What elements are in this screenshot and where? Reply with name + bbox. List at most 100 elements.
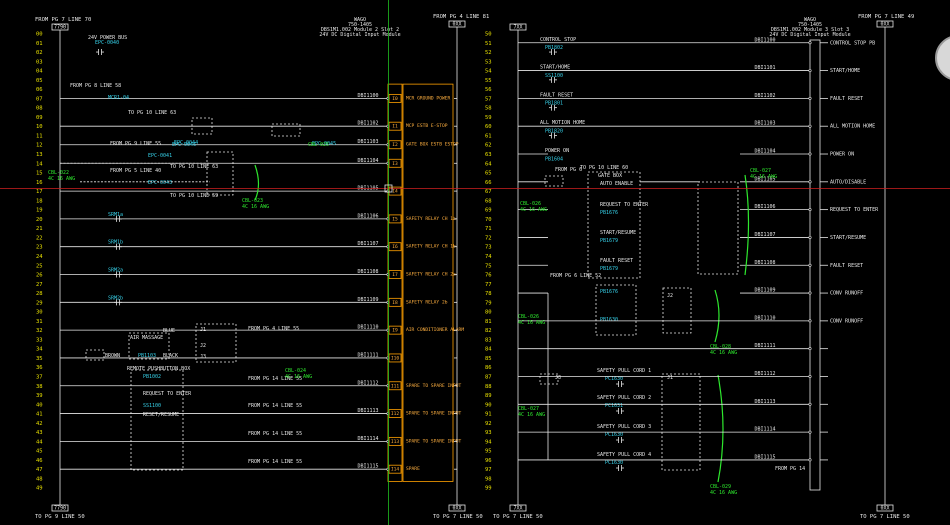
box [388, 158, 402, 168]
input-label: SAFETY RELAY CH 2a [406, 272, 456, 278]
input-address: DBI1112 [754, 371, 775, 377]
input-index: I13 [391, 439, 400, 445]
to-reference: TO PG 7 LINE 50 [493, 514, 543, 520]
box [130, 369, 184, 471]
rung-number: 43 [36, 430, 43, 436]
rung-number: 58 [485, 106, 492, 112]
rung-number: 64 [485, 161, 492, 167]
terminal [808, 374, 812, 378]
rung-number: 19 [36, 208, 43, 214]
input-address: DBI1104 [754, 149, 775, 155]
rung-number: 01 [36, 41, 43, 47]
module-title: 24V DC Digital Input Module [769, 32, 850, 38]
device-label: FAULT RESET [540, 92, 573, 98]
input-address: DBI1110 [754, 315, 775, 321]
device-label: FAULT RESET [600, 258, 633, 264]
module-title: WAGO [804, 17, 816, 23]
rail-tag: 7XX [513, 506, 522, 512]
rung-number: 75 [485, 263, 492, 269]
input-address: DBI1114 [357, 436, 378, 442]
rung-number: 33 [36, 337, 43, 343]
rung-number: 99 [485, 486, 492, 492]
input-label: SAFETY RELAY CH 1b [406, 244, 456, 250]
device-tag: PB1802 [545, 45, 563, 51]
cable-tag: 4C 16 AWG [518, 320, 545, 326]
input-label: MCR GROUND POWER [406, 95, 450, 101]
rung-number: 39 [36, 393, 43, 399]
rung-number: 37 [36, 374, 43, 380]
input-address: DBI1115 [357, 464, 378, 470]
off-page: FROM PG 14 LINE 55 [248, 376, 302, 382]
input-address: DBI1113 [357, 408, 378, 414]
rung-number: 70 [485, 217, 492, 223]
off-page: FROM PG 4 LINE 55 [248, 326, 299, 332]
relay-tag: SRM1a [108, 212, 123, 218]
rung-number: 21 [36, 226, 43, 232]
rung-number: 36 [36, 365, 43, 371]
module-title: 750-1405 [798, 22, 822, 28]
off-page: FROM PG 14 LINE 55 [248, 431, 302, 437]
device-tag: PC1630 [605, 376, 623, 382]
box [388, 436, 402, 446]
rung-number: 78 [485, 291, 492, 297]
to-reference: TO PG 9 LINE 50 [35, 514, 85, 520]
device-tag: PB1103 [138, 353, 156, 359]
device-label: SAFETY PULL CORD 3 [597, 424, 651, 430]
cable-tag: 4C 16 AWG [710, 350, 737, 356]
rung-number: 68 [485, 198, 492, 204]
rung-number: 15 [36, 171, 43, 177]
from-reference: FROM PG 7 LINE 49 [858, 14, 914, 20]
rung-number: 54 [485, 69, 492, 75]
input-label: SPARE [406, 466, 420, 472]
rung-number: 74 [485, 254, 492, 260]
rung-number: 69 [485, 208, 492, 214]
rung-number: 87 [485, 374, 492, 380]
cable-tag: CBL-023 [242, 198, 263, 204]
device-tag: SS1100 [143, 403, 161, 409]
rung-number: 85 [485, 356, 492, 362]
rung-number: 27 [36, 282, 43, 288]
cable-tag: 4C 16 AWG [520, 207, 547, 213]
cable-tag: 4C 16 AWG [518, 412, 545, 418]
input-index: I5 [392, 216, 398, 222]
rung-number: 59 [485, 115, 492, 121]
rung-number: 79 [485, 300, 492, 306]
off-page: FROM PG 9 LINE 55 [110, 141, 161, 147]
input-address: DBI1105 [754, 176, 775, 182]
box [388, 242, 402, 252]
device-label: RESET/RESUME [143, 412, 179, 418]
from-reference: FROM PG 7 LINE 70 [35, 17, 91, 23]
power-label: 24V POWER BUS [88, 35, 127, 41]
cable-tag: CBL-028 [710, 344, 731, 350]
box [191, 117, 213, 135]
cable-bracket [717, 374, 724, 483]
device-label: POWER ON [545, 148, 569, 154]
rung-number: 03 [36, 59, 43, 65]
cable-tag: CBL-026 [520, 201, 541, 207]
rung-number: 23 [36, 245, 43, 251]
device-tag: EPC-0046 [172, 142, 196, 148]
terminal [808, 41, 812, 45]
rail-tag: 0XX [452, 22, 461, 28]
input-label: FAULT RESET [830, 96, 863, 102]
input-address: DBI1111 [754, 343, 775, 349]
input-address: DBI1107 [754, 232, 775, 238]
cable-tag: 4C 16 AWG [285, 374, 312, 380]
terminal [808, 124, 812, 128]
terminal [808, 235, 812, 239]
device-tag: EPC-0040 [95, 40, 119, 46]
input-address: DBI1111 [357, 352, 378, 358]
module-title: 750-1405 [348, 22, 372, 28]
box [388, 270, 402, 279]
box [661, 373, 701, 471]
device-tag: SS1100 [545, 73, 563, 79]
input-address: DBI1114 [754, 427, 775, 433]
cable-tag: 4C 16 AWG [750, 174, 777, 180]
input-address: DBI1108 [754, 260, 775, 266]
rung-number: 24 [36, 254, 43, 260]
input-index: I7 [392, 272, 398, 278]
rung-number: 25 [36, 263, 43, 269]
rung-number: 26 [36, 273, 43, 279]
